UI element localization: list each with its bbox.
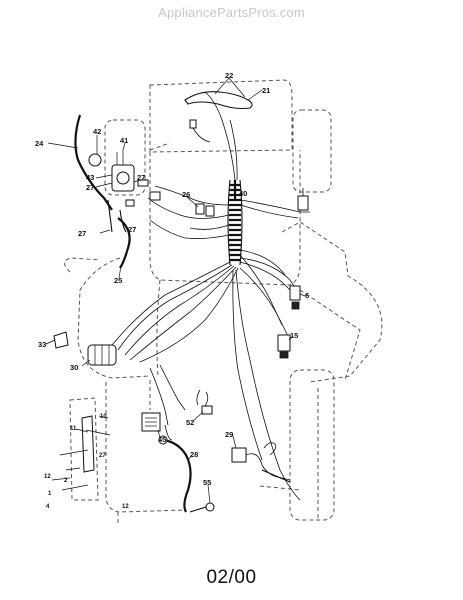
callout-29: 29 bbox=[225, 430, 233, 439]
main-harness-coil bbox=[227, 179, 243, 266]
callout-43: 43 bbox=[86, 173, 94, 182]
callout-42: 42 bbox=[93, 127, 101, 136]
callout-22: 22 bbox=[225, 71, 233, 80]
callout-25: 25 bbox=[114, 276, 122, 285]
module-45 bbox=[141, 412, 161, 432]
callout-40: 40 bbox=[239, 189, 247, 198]
switch-6 bbox=[289, 285, 301, 310]
callout-27-b: 27 bbox=[137, 173, 145, 182]
tractor-outline bbox=[64, 79, 383, 525]
watermark: AppliancePartsPros.com bbox=[158, 5, 305, 20]
seat-switch-29 bbox=[231, 442, 291, 483]
callout-labels: 22 21 42 41 24 43 27 27 26 40 27 27 25 6… bbox=[35, 71, 309, 510]
callout-27-e: 27 bbox=[99, 453, 106, 459]
top-connector-22-21 bbox=[184, 91, 253, 143]
ignition-switch bbox=[88, 150, 161, 207]
date-code: 02/00 bbox=[206, 567, 257, 588]
callout-21: 21 bbox=[262, 86, 270, 95]
callout-12-a: 12 bbox=[44, 474, 51, 480]
connector-40 bbox=[297, 188, 309, 211]
callout-12-b: 12 bbox=[122, 504, 129, 510]
bracket-33 bbox=[53, 331, 69, 349]
callout-1: 1 bbox=[48, 491, 52, 497]
callout-leaders bbox=[45, 77, 306, 504]
solenoid-30 bbox=[87, 344, 117, 366]
callout-15: 15 bbox=[290, 331, 298, 340]
battery-bracket bbox=[51, 397, 111, 501]
callout-28: 28 bbox=[190, 450, 198, 459]
callout-52: 52 bbox=[186, 418, 194, 427]
callout-4: 4 bbox=[46, 504, 50, 510]
callout-41: 41 bbox=[120, 136, 128, 145]
callout-30: 30 bbox=[70, 363, 78, 372]
ground-wire-28 bbox=[158, 435, 215, 513]
callout-45: 45 bbox=[158, 435, 166, 444]
connector-26 bbox=[195, 203, 215, 217]
callout-24: 24 bbox=[35, 139, 44, 148]
callout-2: 2 bbox=[64, 478, 68, 484]
callout-27-c: 27 bbox=[78, 229, 86, 238]
callout-55: 55 bbox=[203, 478, 211, 487]
callout-10: 10 bbox=[100, 414, 107, 420]
callout-33: 33 bbox=[38, 340, 46, 349]
callout-11: 11 bbox=[70, 426, 77, 432]
callout-27-a: 27 bbox=[86, 183, 94, 192]
callout-27-d: 27 bbox=[128, 225, 136, 234]
fuse-52 bbox=[201, 391, 213, 415]
left-lead-wires bbox=[74, 114, 131, 269]
callout-26: 26 bbox=[182, 190, 190, 199]
callout-6: 6 bbox=[305, 291, 309, 300]
switch-15 bbox=[277, 334, 291, 359]
harness-branches bbox=[111, 91, 310, 501]
